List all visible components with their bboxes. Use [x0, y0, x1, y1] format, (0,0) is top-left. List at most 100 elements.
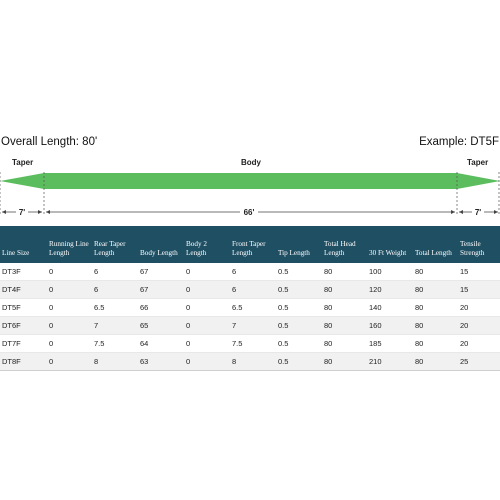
table-cell: 80	[413, 280, 458, 299]
table-cell: 0	[184, 334, 230, 353]
table-cell: 67	[138, 263, 184, 281]
table-cell: 0.5	[276, 298, 322, 317]
table-cell: 0.5	[276, 263, 322, 281]
table-cell: 0	[184, 298, 230, 317]
col-header-total-length: Total Length	[415, 249, 452, 258]
col-header-30ft-weight: 30 Ft Weight	[369, 249, 407, 258]
arrow-right-end	[494, 210, 498, 214]
col-header-total-head-length: Total Head Length	[324, 240, 356, 258]
taper-right-label: Taper	[467, 158, 489, 167]
table-cell: 7	[230, 316, 276, 335]
table-cell: DT7F	[0, 334, 47, 353]
col-header-front-taper-length: Front Taper Length	[232, 240, 266, 258]
table-cell: DT8F	[0, 352, 47, 371]
table-cell: 63	[138, 352, 184, 371]
table-header-row: Line Size Running Line Length Rear Taper…	[0, 226, 500, 263]
table-cell: 67	[138, 280, 184, 299]
line-taper-diagram: 7' 66' 7'	[0, 172, 500, 217]
table-cell: 65	[138, 316, 184, 335]
table-cell: 185	[367, 334, 413, 353]
table-cell: 0	[47, 352, 92, 371]
table-cell: 0	[184, 352, 230, 371]
table-cell: 0.5	[276, 280, 322, 299]
table-cell: 6.5	[92, 298, 138, 317]
dimension-right-label: 7'	[475, 208, 481, 217]
col-header-running-line-length: Running Line Length	[49, 240, 89, 258]
table-cell: 0	[47, 334, 92, 353]
table-cell: 80	[322, 263, 367, 281]
col-header-line-size: Line Size	[2, 249, 30, 258]
table-cell: 6	[92, 263, 138, 281]
table-cell: 20	[458, 334, 500, 353]
overall-length-title: Overall Length: 80'	[1, 136, 98, 148]
table-cell: 80	[322, 280, 367, 299]
table-cell: 210	[367, 352, 413, 371]
table-cell: 140	[367, 298, 413, 317]
table-cell: 0	[47, 280, 92, 299]
table-cell: DT3F	[0, 263, 47, 281]
table-cell: 0.5	[276, 316, 322, 335]
table-cell: 0.5	[276, 352, 322, 371]
line-spec-table: Line Size Running Line Length Rear Taper…	[0, 226, 500, 371]
table-cell: 80	[322, 298, 367, 317]
table-cell: 25	[458, 352, 500, 371]
taper-left-label: Taper	[12, 158, 34, 167]
table-cell: 100	[367, 263, 413, 281]
table-cell: 80	[322, 316, 367, 335]
table-cell: 8	[230, 352, 276, 371]
table-cell: 6	[230, 263, 276, 281]
arrow-left-start	[2, 210, 6, 214]
table-cell: 66	[138, 298, 184, 317]
table-cell: 20	[458, 298, 500, 317]
arrow-left-end	[38, 210, 42, 214]
table-cell: 7.5	[230, 334, 276, 353]
fly-line-profile	[0, 173, 500, 189]
table-cell: 64	[138, 334, 184, 353]
col-header-tip-length: Tip Length	[278, 249, 310, 258]
arrow-middle-start	[46, 210, 50, 214]
arrow-middle-end	[451, 210, 455, 214]
table-cell: DT4F	[0, 280, 47, 299]
col-header-tensile-strength: Tensile Strength	[460, 240, 485, 258]
table-cell: 20	[458, 316, 500, 335]
dimension-left-label: 7'	[19, 208, 25, 217]
table-cell: 80	[322, 334, 367, 353]
table-cell: 80	[413, 334, 458, 353]
table-cell: 7.5	[92, 334, 138, 353]
table-cell: 0	[47, 298, 92, 317]
table-cell: DT6F	[0, 316, 47, 335]
table-cell: 120	[367, 280, 413, 299]
table-cell: 0	[184, 280, 230, 299]
table-cell: 80	[413, 298, 458, 317]
table-cell: 0	[47, 316, 92, 335]
table-cell: 8	[92, 352, 138, 371]
dimension-middle-label: 66'	[244, 208, 255, 217]
col-header-rear-taper-length: Rear Taper Length	[94, 240, 126, 258]
table-cell: 6.5	[230, 298, 276, 317]
table-cell: 80	[413, 316, 458, 335]
table-cell: 160	[367, 316, 413, 335]
table-cell: 15	[458, 263, 500, 281]
arrow-right-start	[459, 210, 463, 214]
table-cell: 0	[184, 316, 230, 335]
table-cell: 0.5	[276, 334, 322, 353]
col-header-body-2-length: Body 2 Length	[186, 240, 207, 258]
col-header-body-length: Body Length	[140, 249, 178, 258]
table-cell: DT5F	[0, 298, 47, 317]
table-cell: 0	[184, 263, 230, 281]
table-cell: 6	[92, 280, 138, 299]
table-cell: 80	[413, 352, 458, 371]
table-cell: 80	[413, 263, 458, 281]
table-cell: 6	[230, 280, 276, 299]
body-label: Body	[241, 158, 261, 167]
example-title: Example: DT5F	[419, 136, 499, 148]
table-cell: 80	[322, 352, 367, 371]
table-cell: 0	[47, 263, 92, 281]
